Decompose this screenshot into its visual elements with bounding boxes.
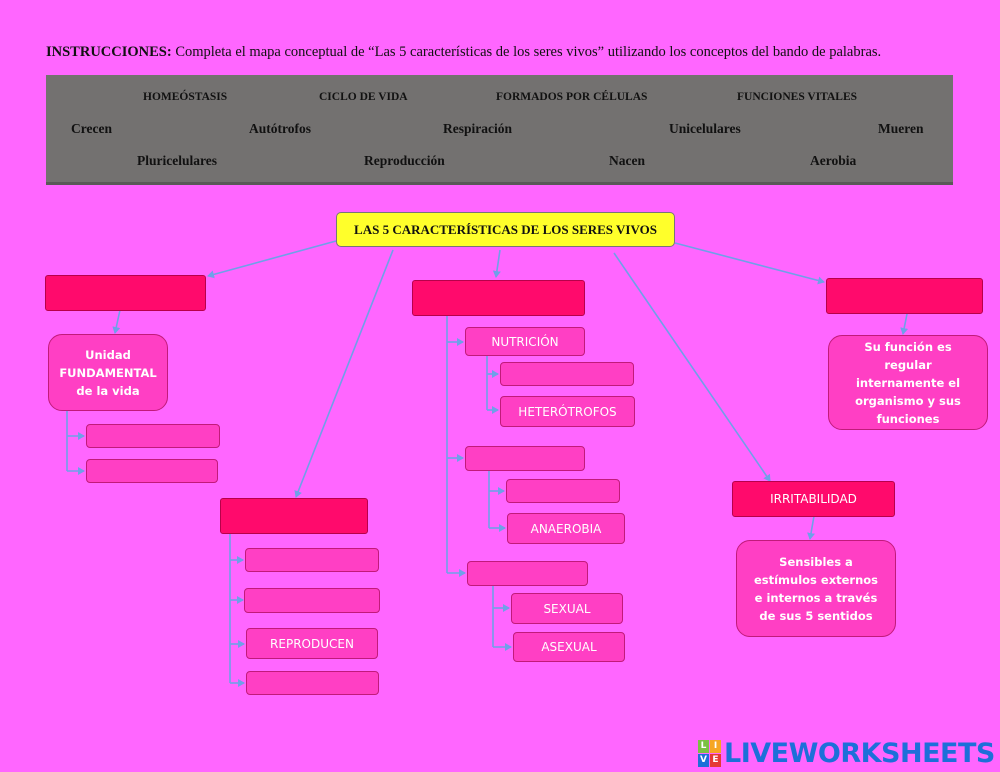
bank-word: Crecen — [71, 121, 112, 136]
logo-letter: E — [710, 753, 721, 767]
bank-word: FORMADOS POR CÉLULAS — [496, 91, 648, 103]
blank-homeostasis-box[interactable] — [826, 278, 983, 314]
bank-word: Autótrofos — [249, 121, 311, 136]
liveworksheets-logo: L I V E LIVEWORKSHEETS — [698, 737, 995, 769]
instructions: INSTRUCCIONES: Completa el mapa conceptu… — [46, 44, 966, 61]
bank-word: Aerobia — [810, 153, 857, 168]
sexual-box: SEXUAL — [511, 593, 623, 624]
nutricion-box: NUTRICIÓN — [465, 327, 585, 356]
bank-word: Mueren — [878, 121, 924, 136]
instructions-text: Completa el mapa conceptual de “Las 5 ca… — [171, 44, 882, 60]
anaerobia-box: ANAEROBIA — [507, 513, 625, 544]
logo-mark-icon: L I V E — [698, 739, 721, 767]
blank-reproduction-box[interactable] — [467, 561, 588, 586]
map-title: LAS 5 CARACTERÍSTICAS DE LOS SERES VIVOS — [336, 212, 675, 247]
blank-lifecycle-box[interactable] — [220, 498, 368, 534]
logo-letter: V — [698, 753, 709, 767]
blank-lifecycle-item[interactable] — [245, 548, 379, 572]
blank-cell-type-box[interactable] — [86, 424, 220, 448]
instructions-label: INSTRUCCIONES: — [46, 44, 172, 60]
bank-word: FUNCIONES VITALES — [737, 91, 858, 103]
word-bank: HOMEÓSTASIS CICLO DE VIDA FORMADOS POR C… — [46, 75, 953, 185]
bank-word: HOMEÓSTASIS — [143, 91, 228, 103]
reproducen-box: REPRODUCEN — [246, 628, 378, 659]
logo-text: LIVEWORKSHEETS — [724, 737, 995, 769]
blank-nutrition-item[interactable] — [500, 362, 634, 386]
blank-cell-type-box[interactable] — [86, 459, 218, 483]
blank-cells-box[interactable] — [45, 275, 206, 311]
blank-respiration-item[interactable] — [506, 479, 620, 503]
bank-word: Nacen — [609, 153, 645, 168]
heterotrofos-box: HETERÓTROFOS — [500, 396, 635, 427]
bank-word: Reproducción — [364, 153, 445, 168]
logo-letter: I — [710, 739, 721, 753]
bank-word: CICLO DE VIDA — [319, 91, 408, 103]
cells-description: Unidad FUNDAMENTAL de la vida — [48, 334, 168, 411]
logo-letter: L — [698, 739, 709, 753]
irritabilidad-description: Sensibles a estímulos externos e interno… — [736, 540, 896, 637]
homeostasis-description: Su función es regular internamente el or… — [828, 335, 988, 430]
blank-functions-box[interactable] — [412, 280, 585, 316]
irritabilidad-box: IRRITABILIDAD — [732, 481, 895, 517]
blank-lifecycle-item[interactable] — [246, 671, 379, 695]
blank-lifecycle-item[interactable] — [244, 588, 380, 613]
bank-word: Unicelulares — [669, 121, 741, 136]
bank-word: Pluricelulares — [137, 153, 217, 168]
asexual-box: ASEXUAL — [513, 632, 625, 662]
blank-respiration-box[interactable] — [465, 446, 585, 471]
bank-word: Respiración — [443, 121, 512, 136]
